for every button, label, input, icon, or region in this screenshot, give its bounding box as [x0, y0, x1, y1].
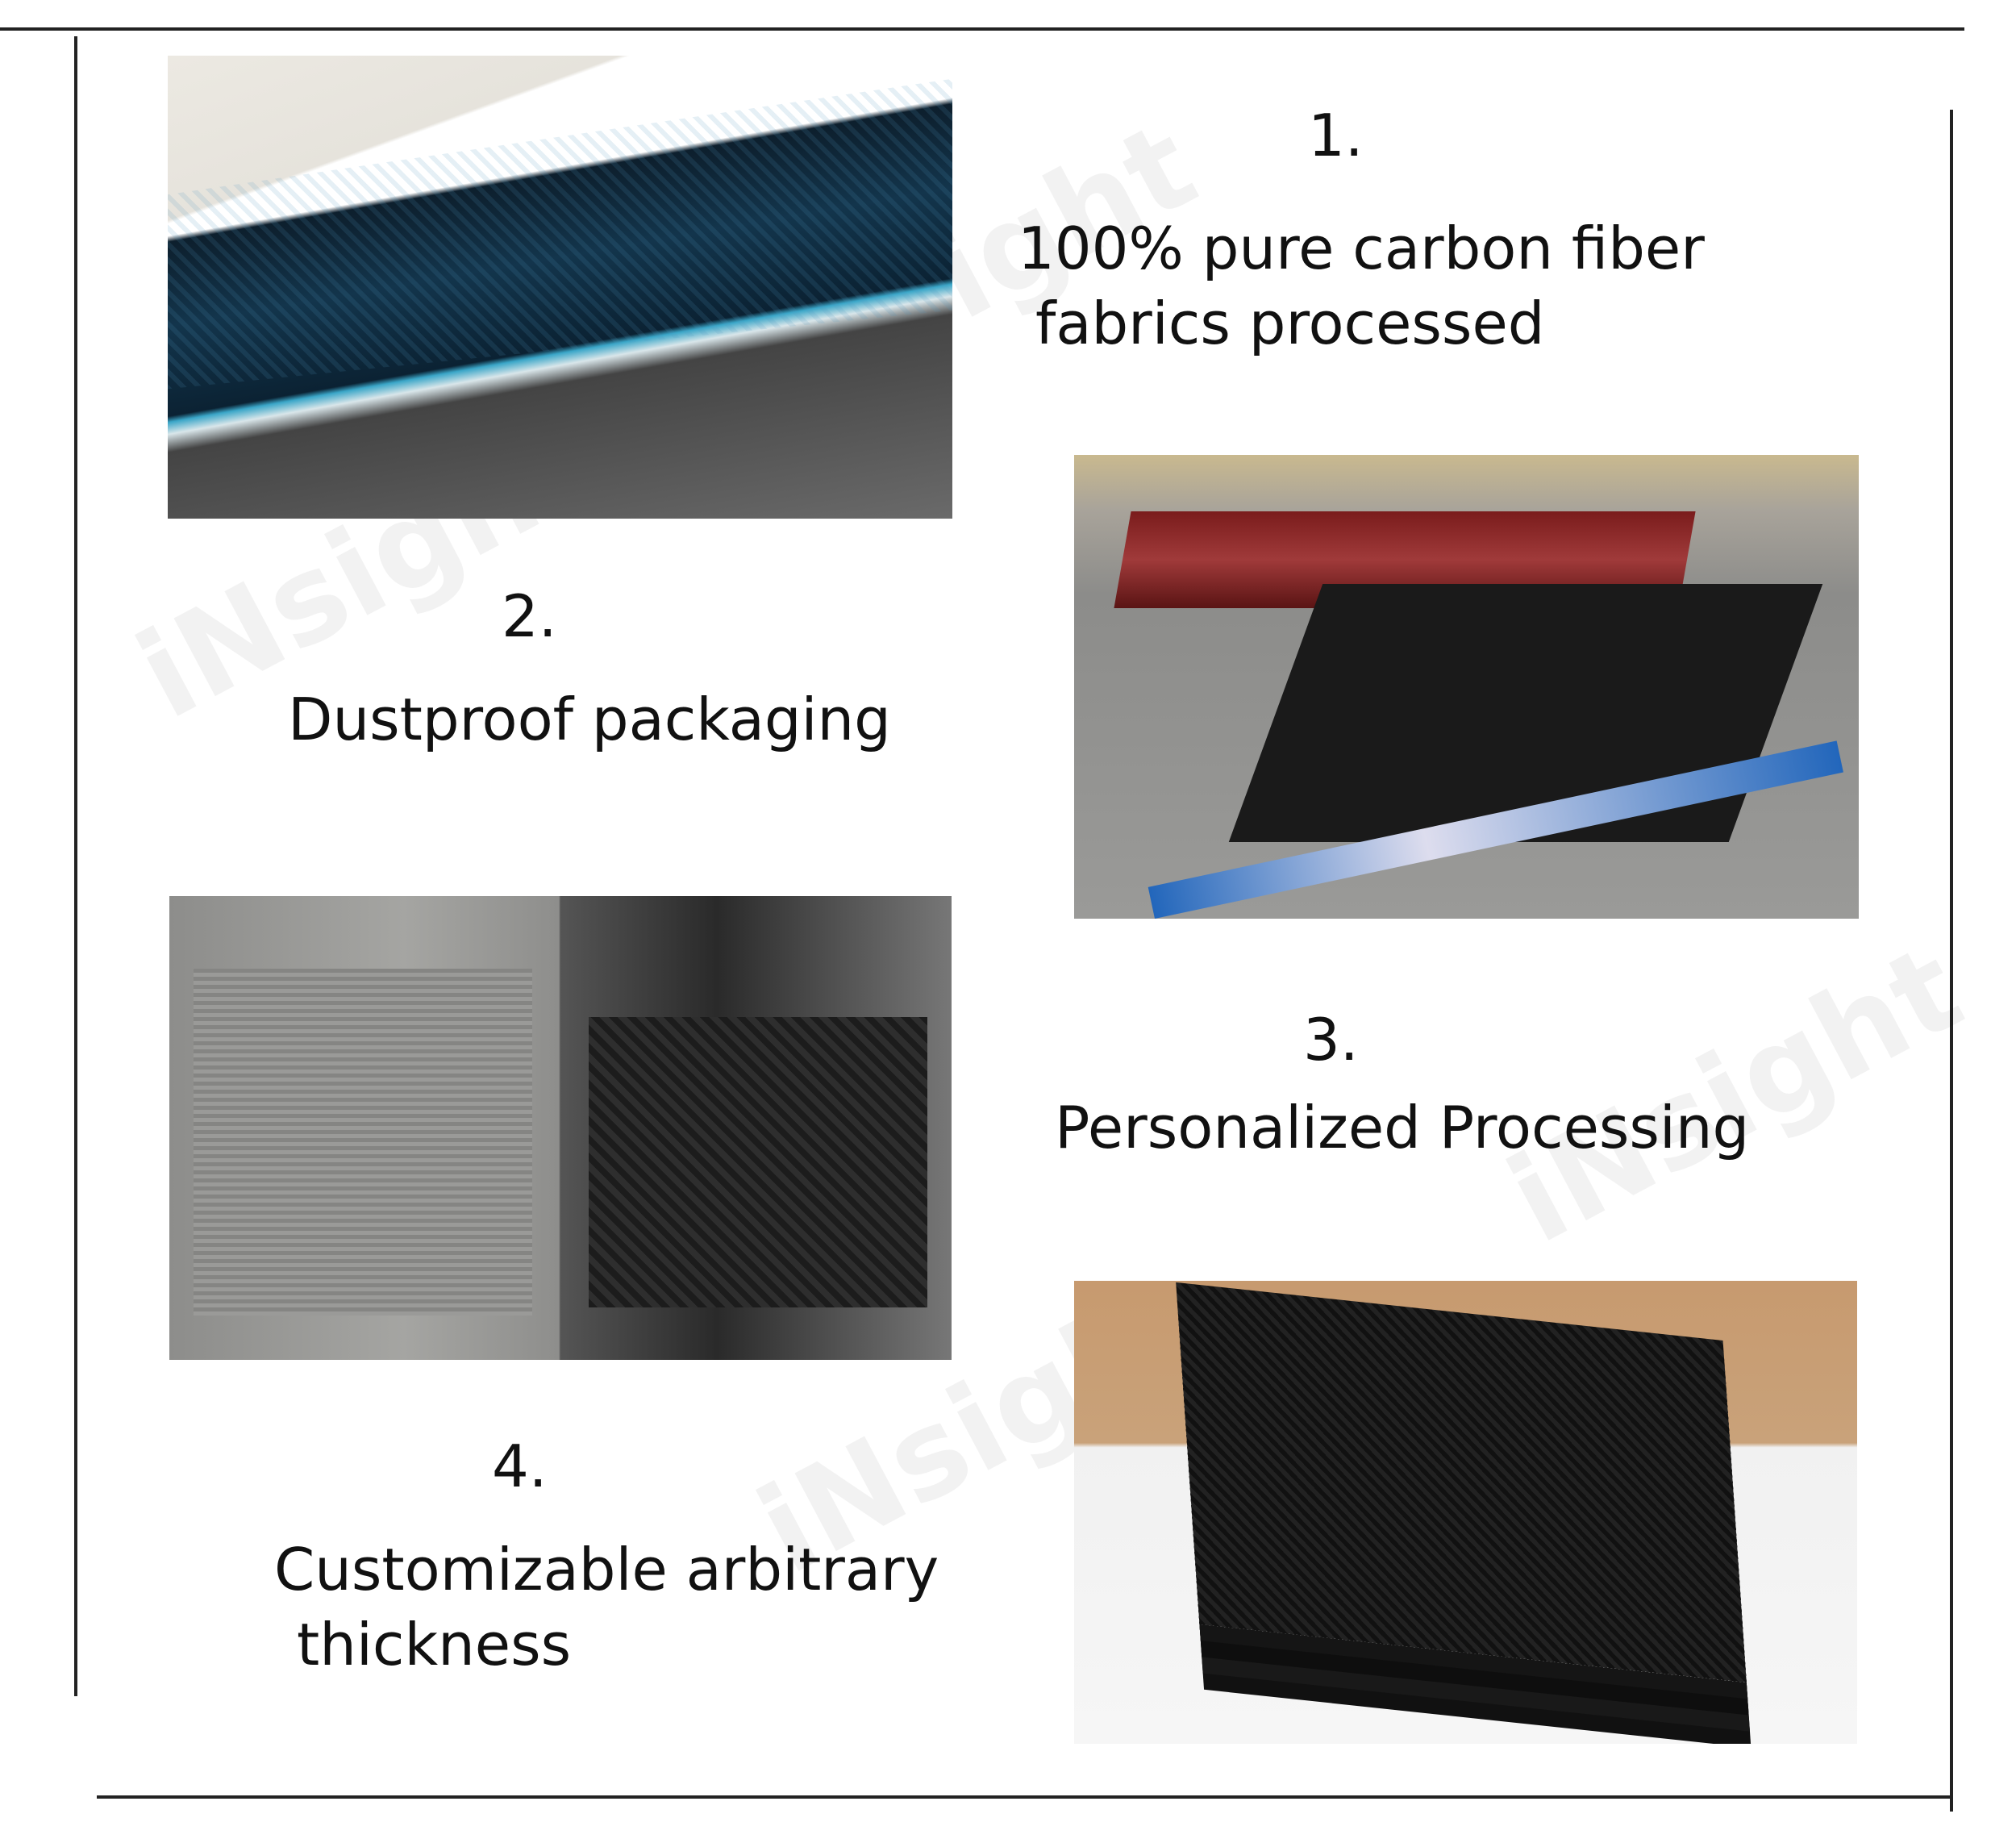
section-3-number: 3. [1303, 1006, 1359, 1074]
section-4-number: 4. [492, 1432, 548, 1500]
section-2-number: 2. [502, 582, 557, 650]
section-3-line-1: Personalized Processing [1055, 1094, 1750, 1161]
right-rule [1950, 110, 1953, 1812]
sheet-laminating-machine-photo [1074, 455, 1859, 919]
section-4-line-1: Customizable arbitrary [274, 1536, 939, 1603]
section-1-line-1: 100% pure carbon fiber [1018, 215, 1705, 282]
bottom-rule [97, 1795, 1951, 1799]
section-4-line-2: thickness [297, 1611, 572, 1678]
carbon-fiber-fabric-roll-photo [168, 56, 952, 519]
left-rule [74, 36, 77, 1696]
stacked-carbon-fiber-sheets-photo [1074, 1281, 1857, 1744]
section-1-line-2: fabrics processed [1035, 290, 1545, 357]
cnc-machining-carbon-plates-photo [169, 896, 952, 1360]
top-rule [0, 27, 1964, 31]
section-2-line-1: Dustproof packaging [288, 686, 891, 753]
section-1-number: 1. [1308, 102, 1364, 169]
